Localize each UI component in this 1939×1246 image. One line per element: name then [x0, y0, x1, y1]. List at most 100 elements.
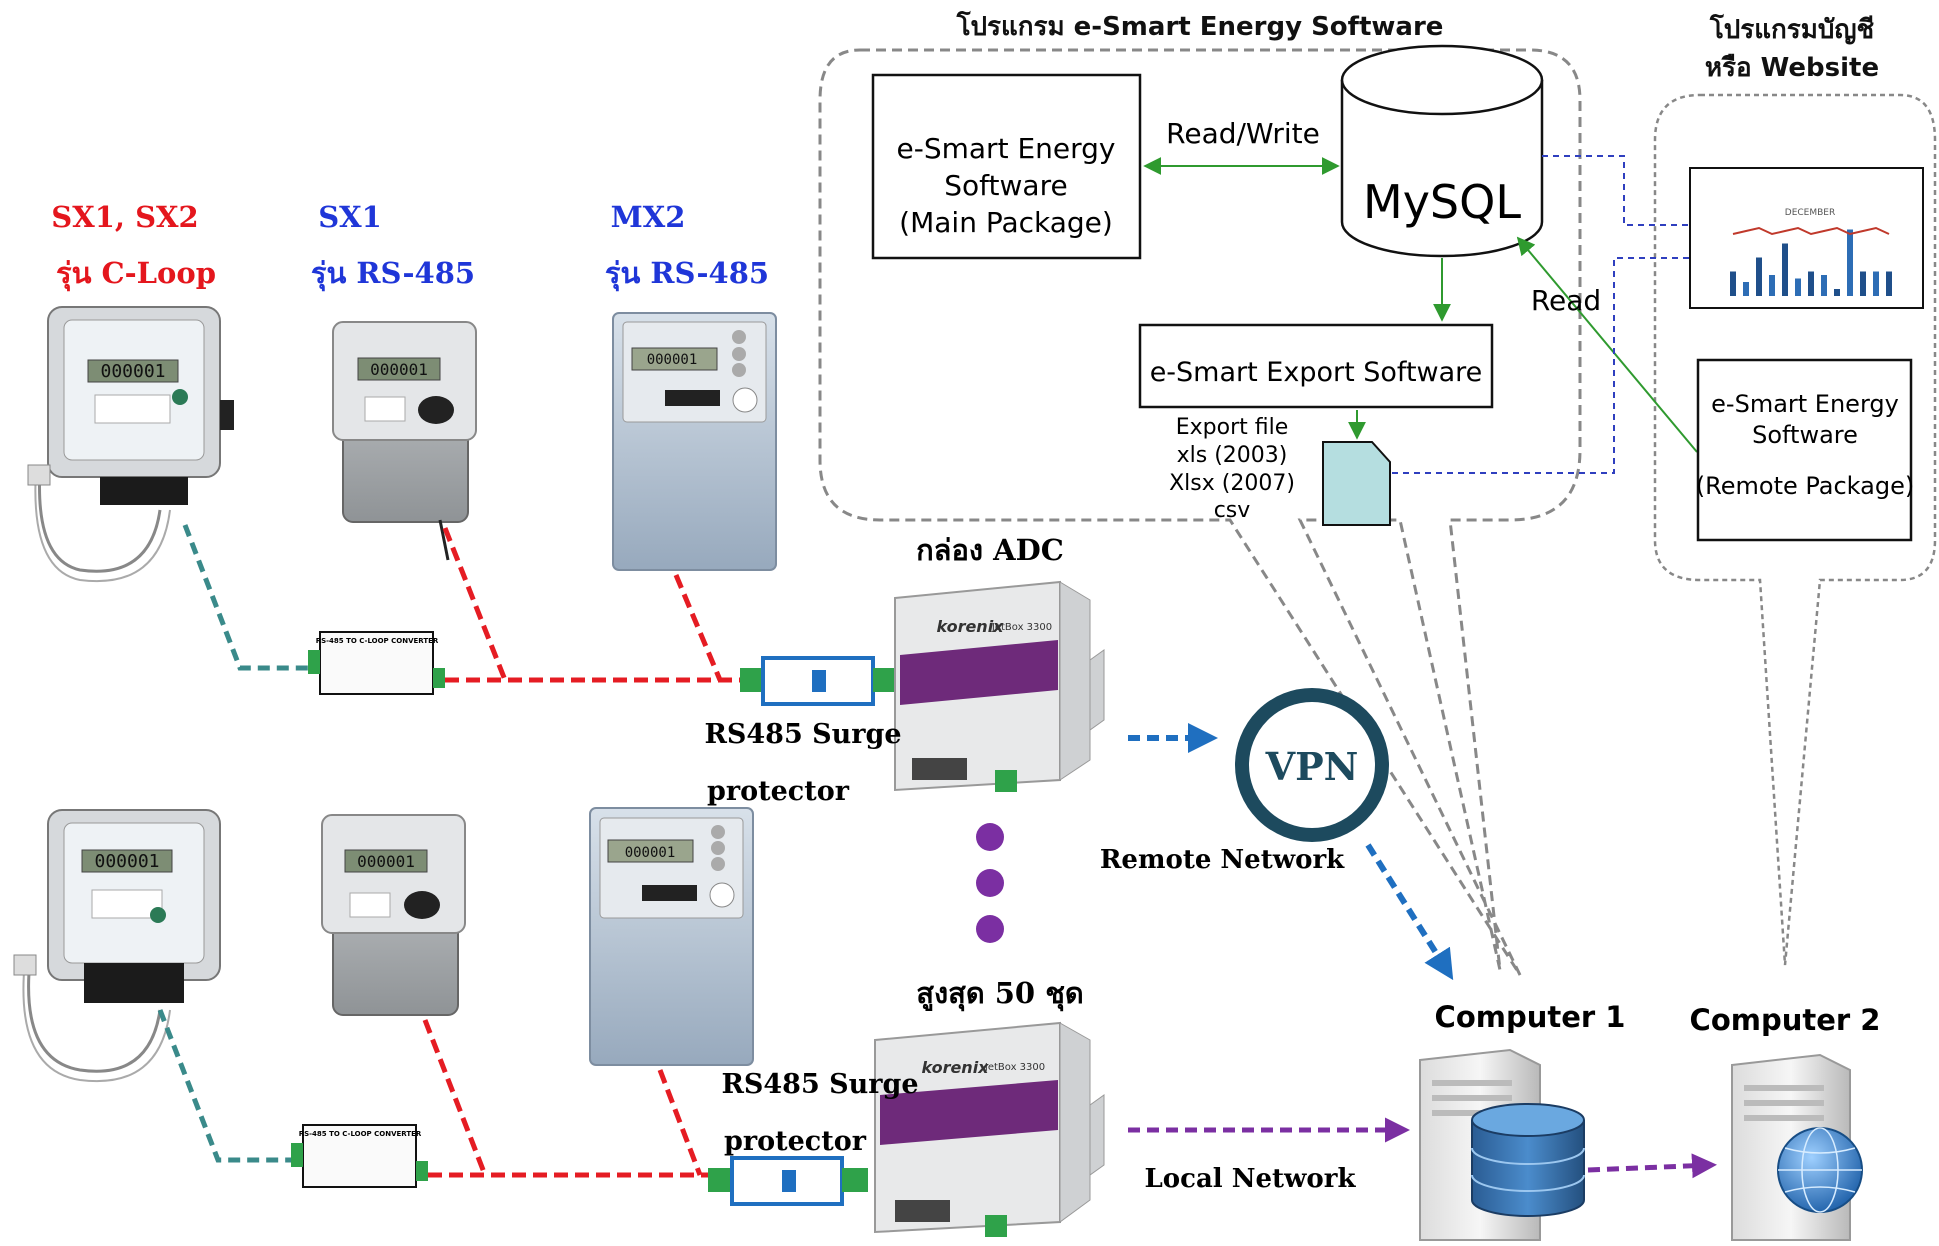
remote-network-label: Remote Network	[1100, 845, 1345, 875]
chart-thumb-bar	[1756, 257, 1762, 296]
mysql-to-chart-dashed	[1542, 155, 1690, 226]
read-label: Read	[1531, 284, 1601, 317]
software-group-callout	[818, 48, 1582, 976]
accounting-title-line2: หรือ Website	[1705, 53, 1879, 83]
chart-thumb-bar	[1743, 282, 1749, 296]
export-file-line3: Xlsx (2007)	[1169, 471, 1295, 496]
teal-link-top	[182, 524, 308, 671]
jetbox-bottom-brand: korenix	[922, 1058, 990, 1077]
export-software-box	[1138, 323, 1494, 409]
teal-link-bottom	[157, 1009, 291, 1163]
remote-package-box	[1696, 358, 1913, 542]
chart-thumb-title: DECEMBER	[1785, 208, 1835, 218]
export-file-icon	[1322, 441, 1391, 526]
remote-package-line3: (Remote Package)	[1696, 472, 1914, 500]
surge-top-line2: protector	[707, 776, 850, 807]
chart-thumb-bar	[1860, 271, 1866, 296]
cloop-meter-top-display: 000001	[100, 361, 165, 382]
red-link-mx2-bottom	[657, 1069, 703, 1176]
chart-thumb-bar	[1795, 278, 1801, 296]
file-to-chart-dashed	[1392, 257, 1690, 474]
meter-group1-line2: รุ่น C-Loop	[56, 256, 216, 291]
main-package-line1: e-Smart Energy	[897, 132, 1116, 165]
remote-package-line2: Software	[1752, 421, 1858, 449]
cloop-meter-top	[27, 306, 234, 583]
main-package-line2: Software	[944, 169, 1067, 202]
sx1-meter-top-display: 000001	[370, 360, 428, 379]
continuation-dot-1	[976, 823, 1004, 851]
computer1-label: Computer 1	[1435, 1000, 1626, 1034]
vpn-label: VPN	[1265, 744, 1359, 789]
website-group-callout	[1653, 93, 1937, 966]
mx2-meter-top-display: 000001	[647, 352, 698, 368]
continuation-dot-2	[976, 869, 1004, 897]
chart-thumb-bar	[1886, 271, 1892, 296]
vpn-to-computer1-arrow	[1365, 843, 1454, 981]
converter-bottom-label: RS-485 TO C-LOOP CONVERTER	[299, 1130, 422, 1138]
meter-group3-line2: รุ่น RS-485	[605, 256, 769, 291]
meter-group2-line1: SX1	[318, 200, 382, 234]
export-file-line4: csv	[1214, 498, 1251, 523]
chart-thumb-bar	[1873, 271, 1879, 296]
chart-thumbnail	[1689, 167, 1924, 309]
red-link-sx1-top	[442, 527, 508, 681]
database-icon	[1471, 1103, 1585, 1217]
meter-group1-line1: SX1, SX2	[51, 200, 198, 234]
jetbox-bottom	[874, 1021, 1105, 1237]
main-package-line3: (Main Package)	[899, 206, 1113, 239]
mx2-meter-top	[612, 312, 777, 571]
adc-box-label: กล่อง ADC	[916, 533, 1064, 567]
main-package-box	[871, 73, 1142, 260]
chart-thumb-line	[1732, 226, 1890, 236]
accounting-title-line1: โปรแกรมบัญชี	[1709, 13, 1874, 45]
red-link-sx1-bottom	[422, 1019, 488, 1176]
cloop-meter-bottom-display: 000001	[94, 851, 159, 872]
converter-top-label: RS-485 TO C-LOOP CONVERTER	[316, 637, 439, 645]
jetbox-top-brand: korenix	[937, 617, 1005, 636]
surge-top-line1: RS485 Surge	[704, 719, 901, 750]
jetbox-top-model: JetBox 3300	[991, 622, 1052, 633]
chart-thumb-bars	[1730, 226, 1892, 296]
chart-thumb-bar	[1821, 275, 1827, 296]
computer2-label: Computer 2	[1690, 1003, 1881, 1037]
meter-group3-line1: MX2	[611, 200, 686, 234]
mx2-meter-bottom	[589, 807, 754, 1066]
continuation-dot-3	[976, 915, 1004, 943]
globe-icon	[1777, 1127, 1863, 1213]
mysql-database	[1340, 44, 1544, 258]
jetbox-top	[894, 580, 1105, 792]
vpn-icon	[1235, 688, 1389, 842]
cloop-converter-bottom	[291, 1124, 428, 1188]
cloop-meter-bottom	[13, 809, 221, 1083]
export-software-label: e-Smart Export Software	[1150, 357, 1483, 388]
chart-thumb-bar	[1834, 289, 1840, 296]
cloop-converter-top	[308, 631, 445, 695]
sx1-meter-bottom-display: 000001	[357, 852, 415, 871]
meter-group2-line2: รุ่น RS-485	[311, 256, 475, 291]
mysql-label: MySQL	[1363, 175, 1521, 229]
surge-bottom-line2: protector	[724, 1126, 867, 1157]
local-network-label: Local Network	[1145, 1164, 1357, 1194]
max-units-label: สูงสุด 50 ชุด	[916, 976, 1083, 1011]
surge-bottom-line1: RS485 Surge	[721, 1069, 918, 1100]
export-file-line2: xls (2003)	[1177, 443, 1288, 468]
chart-thumb-bar	[1782, 243, 1788, 296]
remote-read-arrow	[1516, 236, 1698, 453]
sx1-meter-top	[332, 321, 477, 561]
software-group-title: โปรแกรม e-Smart Energy Software	[956, 10, 1444, 42]
chart-thumb-bar	[1730, 271, 1736, 296]
chart-thumb-bar	[1769, 275, 1775, 296]
computer1-to-computer2-arrow	[1587, 1153, 1717, 1179]
sx1-meter-bottom	[321, 814, 466, 1016]
jetbox-bottom-model: JetBox 3300	[984, 1062, 1045, 1073]
surge-protector-bottom	[708, 1156, 868, 1206]
chart-thumb-bar	[1847, 229, 1853, 296]
remote-package-line1: e-Smart Energy	[1711, 390, 1899, 418]
chart-thumb-bar	[1808, 271, 1814, 296]
red-link-mx2-top	[673, 574, 723, 681]
surge-protector-top	[740, 656, 899, 706]
mx2-meter-bottom-display: 000001	[625, 845, 676, 861]
export-file-line1: Export file	[1176, 415, 1289, 440]
